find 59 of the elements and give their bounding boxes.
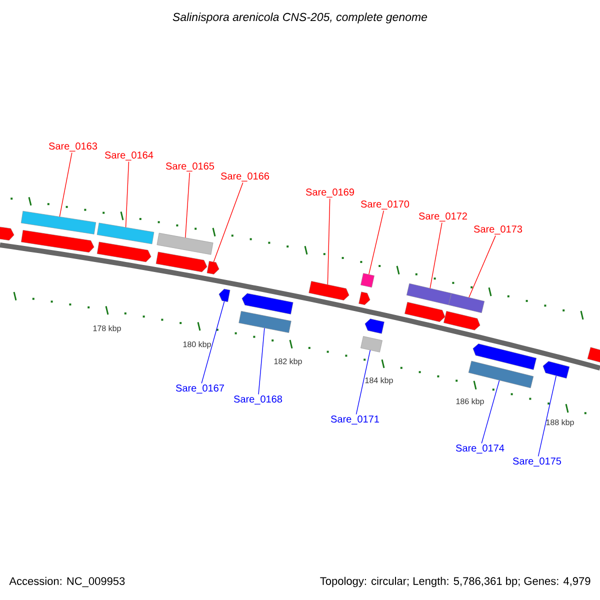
- gene-feature: [542, 361, 570, 378]
- gene-feature: [242, 293, 294, 314]
- scale-label: 184 kbp: [365, 377, 393, 385]
- gene-label: Sare_0175: [513, 458, 562, 466]
- leader-line: [538, 375, 557, 457]
- gene-bar: [20, 210, 96, 234]
- gene-bar: [360, 336, 382, 352]
- gene-feature: [364, 318, 384, 334]
- gene-feature: [587, 347, 600, 364]
- gene-label: Sare_0163: [49, 142, 98, 152]
- gene-feature: [0, 226, 14, 240]
- gene-label: Sare_0174: [456, 444, 504, 454]
- scale-label: 186 kbp: [456, 398, 484, 406]
- scale-label: 188 kbp: [546, 419, 574, 427]
- leader-line: [430, 222, 442, 289]
- gene-bar: [468, 360, 534, 388]
- gene-feature: [358, 292, 370, 305]
- gene-bar: [360, 273, 374, 288]
- gene-label: Sare_0170: [361, 200, 410, 210]
- leader-line: [59, 152, 72, 217]
- gene-feature: [156, 252, 208, 272]
- gene-feature: [444, 310, 480, 330]
- gene-label: Sare_0166: [221, 172, 270, 182]
- leader-line: [185, 172, 190, 238]
- gene-label: Sare_0171: [331, 416, 379, 424]
- gene-feature: [218, 288, 230, 302]
- leader-line: [213, 182, 244, 262]
- leader-line: [258, 328, 265, 395]
- gene-feature: [206, 261, 220, 274]
- genome-info-text: Topology: circular; Length: 5,786,361 bp; Genes: 4,979: [320, 576, 590, 588]
- gene-label: Sare_0165: [166, 162, 214, 172]
- gene-bar: [406, 283, 452, 306]
- gene-feature: [96, 242, 152, 262]
- gene-feature: [472, 344, 537, 370]
- scale-label: 178 kbp: [93, 325, 121, 333]
- gene-label: Sare_0168: [234, 396, 282, 404]
- accession-text: Accession: NC_009953: [9, 576, 125, 588]
- title: Salinispora arenicola CNS-205, complete genome: [172, 12, 428, 24]
- gene-label: Sare_0173: [474, 226, 522, 234]
- leader-line: [468, 235, 496, 298]
- gene-feature: [404, 302, 446, 322]
- gene-feature: [308, 281, 350, 300]
- gene-bar: [448, 293, 485, 314]
- gene-bar: [156, 232, 214, 255]
- gene-label: Sare_0167: [176, 384, 224, 394]
- leader-line: [201, 301, 225, 384]
- scale-label: 182 kbp: [274, 358, 302, 366]
- leader-line: [368, 210, 384, 275]
- gene-label: Sare_0169: [306, 188, 354, 198]
- leader-line: [327, 198, 330, 285]
- leader-line: [125, 161, 130, 228]
- gene-bar: [96, 222, 154, 244]
- leader-line: [481, 380, 500, 444]
- gene-feature: [21, 230, 94, 253]
- gene-bar: [238, 311, 292, 333]
- gene-label: Sare_0172: [419, 212, 467, 222]
- leader-line: [356, 350, 371, 415]
- gene-label: Sare_0164: [105, 152, 154, 160]
- scale-label: 180 kbp: [183, 341, 211, 349]
